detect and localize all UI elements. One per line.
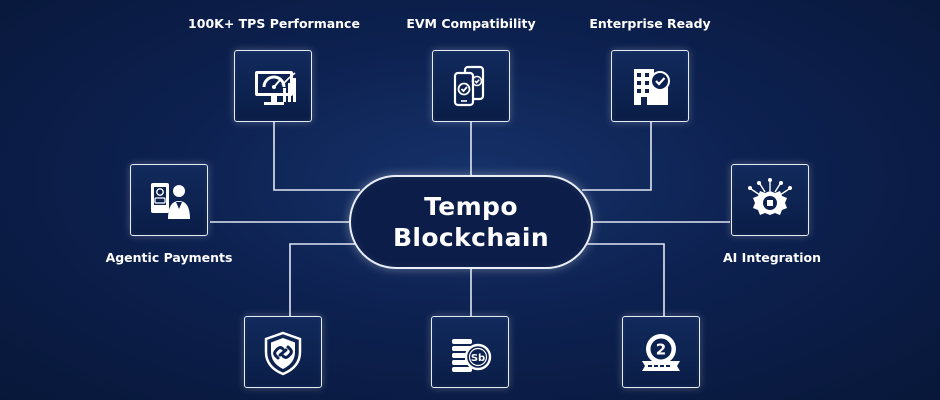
connector-enterprise: [582, 122, 652, 191]
badge-number: 2: [656, 341, 666, 359]
coin-symbol: Sb: [471, 353, 485, 364]
enterprise-label: Enterprise Ready: [589, 16, 711, 31]
tempo-blockchain-hub: Tempo Blockchain: [349, 175, 593, 269]
tps-label: 100K+ TPS Performance: [188, 16, 360, 31]
connector-security: [289, 243, 366, 316]
node-evm-compatibility: [432, 50, 510, 122]
building-check-icon: [634, 69, 670, 105]
node-ai-integration: [731, 164, 809, 236]
hub-title-line-1: Tempo: [424, 192, 518, 221]
layer-two-badge-icon: 2: [642, 334, 680, 371]
agent-payment-icon: [151, 183, 190, 219]
speed-dashboard-icon: [255, 71, 296, 105]
node-tps-performance: [234, 50, 312, 122]
ai-chip-gear-icon: [748, 178, 792, 215]
agentic-label: Agentic Payments: [105, 250, 233, 265]
node-enterprise-ready: [611, 50, 689, 122]
node-security: [244, 316, 322, 388]
connector-tps: [273, 122, 360, 191]
evm-label: EVM Compatibility: [406, 16, 536, 31]
node-layer-two: 2: [622, 316, 700, 388]
connector-layer2: [578, 243, 665, 316]
node-stablecoin: Sb: [431, 316, 509, 388]
ai-label: AI Integration: [723, 250, 821, 265]
mobile-devices-check-icon: [453, 65, 485, 107]
hub-title-line-2: Blockchain: [392, 223, 550, 252]
coin-stack-icon: Sb: [452, 339, 492, 372]
shield-link-icon: [264, 331, 302, 376]
node-agentic-payments: [130, 164, 208, 236]
